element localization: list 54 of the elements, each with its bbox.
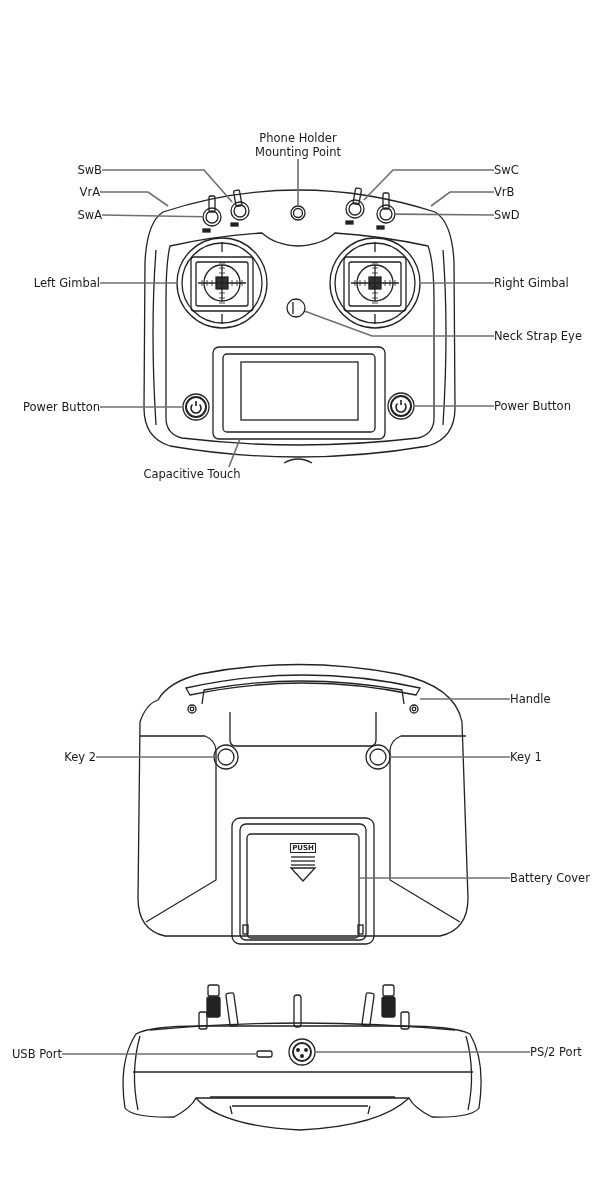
ps2-port [288, 1038, 316, 1066]
leader-line [419, 698, 511, 700]
callout-label: Phone Holder Mounting Point [242, 131, 354, 159]
callout-label: Capacitive Touch [143, 467, 241, 481]
toggle-switch [202, 207, 222, 227]
callout-label: VrA [79, 185, 100, 199]
key-button [365, 744, 391, 770]
callout-label: Left Gimbal [33, 276, 100, 290]
leader-line [228, 438, 241, 468]
toggle-switch [376, 204, 396, 224]
toggle-switch [345, 199, 365, 219]
leader-line [358, 877, 511, 879]
gimbal-stick [329, 237, 421, 329]
touch-screen [212, 346, 386, 440]
callout-label: Key 2 [64, 750, 96, 764]
callout-label: PS/2 Port [530, 1045, 582, 1059]
leader-line [394, 213, 495, 216]
leader-line [314, 1051, 531, 1053]
callout-label: Power Button [23, 400, 100, 414]
leader-line [61, 1053, 258, 1055]
leader-line [95, 756, 215, 758]
leader-line [304, 310, 495, 337]
callout-label: Power Button [494, 399, 571, 413]
key-button [213, 744, 239, 770]
gimbal-stick [176, 237, 268, 329]
power-button [182, 393, 210, 421]
callout-label: Battery Cover [510, 871, 590, 885]
leader-line [101, 169, 233, 203]
callout-label: Right Gimbal [494, 276, 569, 290]
leader-line [99, 191, 169, 207]
mounting-hole [290, 205, 306, 221]
leader-line [363, 169, 495, 201]
leader-line [413, 405, 495, 407]
leader-line [297, 158, 299, 207]
callout-label: SwB [77, 163, 102, 177]
callout-label: SwC [494, 163, 519, 177]
carry-handle [185, 674, 421, 714]
usb-port [256, 1050, 273, 1058]
leader-line [389, 756, 511, 758]
leader-line [99, 282, 178, 284]
callout-label: Neck Strap Eye [494, 329, 582, 343]
callout-label: Handle [510, 692, 551, 706]
callout-label: SwA [77, 208, 102, 222]
leader-line [101, 214, 204, 218]
leader-line [419, 282, 495, 284]
leader-line [430, 191, 495, 207]
power-button [387, 392, 415, 420]
callout-label: USB Port [11, 1047, 62, 1061]
strap-eye [286, 298, 306, 318]
callout-label: VrB [494, 185, 515, 199]
leader-line [99, 406, 184, 408]
callout-label: Key 1 [510, 750, 542, 764]
toggle-switch [230, 201, 250, 221]
callout-label: SwD [494, 208, 520, 222]
